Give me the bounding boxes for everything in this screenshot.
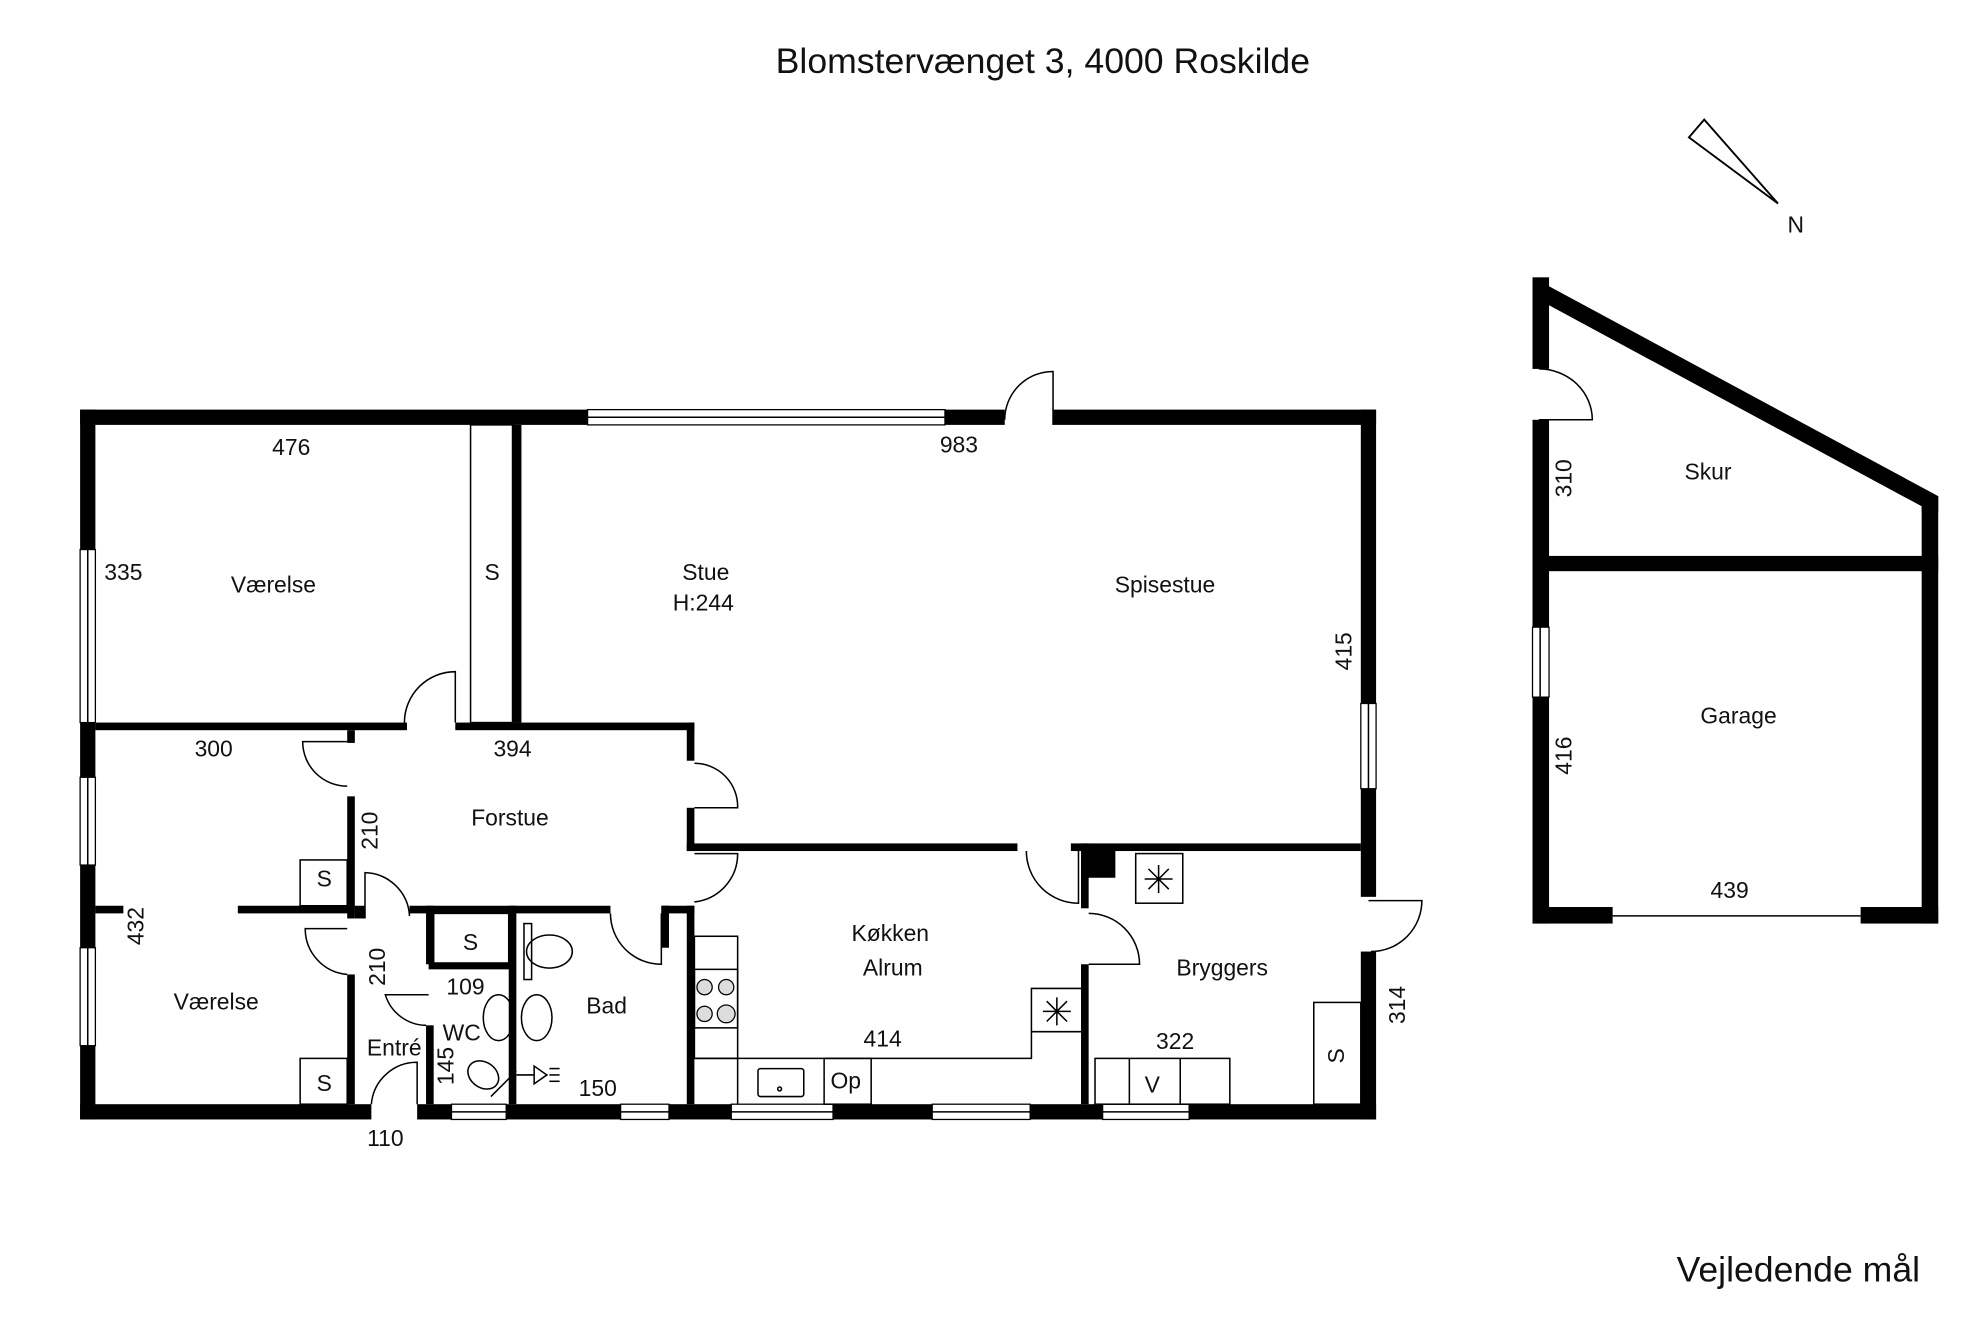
- fixtures: [299, 424, 1362, 1105]
- dimension-label: 210: [356, 812, 382, 850]
- room-label: Entré: [367, 1035, 422, 1061]
- plan-title: Blomstervænget 3, 4000 Roskilde: [776, 41, 1310, 81]
- dimension-label: 314: [1384, 986, 1410, 1024]
- dimension-label: 210: [364, 948, 390, 986]
- compass-label: N: [1788, 211, 1805, 237]
- room-labels: Værelse 476 335 S Stue H:244 983 Spisest…: [104, 432, 1776, 1151]
- closet-label: S: [463, 929, 478, 955]
- dimension-label: 300: [195, 736, 233, 762]
- dimension-label: 335: [104, 559, 142, 585]
- dimension-label: 322: [1156, 1028, 1194, 1054]
- room-label: Skur: [1684, 458, 1731, 484]
- dimension-label: 110: [367, 1125, 403, 1151]
- closet-label: S: [317, 865, 332, 891]
- appliance-label: V: [1145, 1071, 1161, 1097]
- dimension-label: 439: [1711, 877, 1749, 903]
- room-label: Køkken: [851, 920, 929, 946]
- room-label: Bryggers: [1176, 954, 1268, 980]
- dimension-label: 983: [940, 432, 978, 458]
- dimension-label: 432: [122, 907, 148, 945]
- room-label: Alrum: [863, 954, 923, 980]
- dimension-label: 415: [1331, 632, 1357, 670]
- windows: [79, 408, 1377, 1121]
- dimension-label: 310: [1551, 459, 1577, 497]
- room-label: Forstue: [471, 804, 549, 830]
- dimension-label: 145: [433, 1047, 459, 1085]
- kitchen-sink-icon: [757, 1067, 805, 1098]
- room-label: Garage: [1700, 703, 1776, 729]
- doors: [301, 368, 1594, 1105]
- dimension-label: 476: [272, 434, 310, 460]
- closet-label: S: [317, 1070, 332, 1096]
- room-label: Bad: [586, 993, 627, 1019]
- appliance-label: Op: [830, 1068, 861, 1094]
- ceiling-height-label: H:244: [673, 589, 734, 615]
- stove-icon: [693, 968, 739, 1029]
- toilet-icon: [467, 1060, 517, 1098]
- room-label: Spisestue: [1115, 571, 1215, 597]
- north-arrow-icon: [1687, 118, 1779, 205]
- closet-label: S: [1323, 1048, 1349, 1063]
- closet-label: S: [485, 559, 500, 585]
- dimension-label: 416: [1551, 737, 1577, 775]
- dimension-label: 109: [446, 973, 484, 999]
- sink-icon: [482, 994, 553, 1042]
- toilet-icon: [523, 922, 574, 981]
- room-label: Værelse: [174, 989, 259, 1015]
- fan-icon: [1042, 997, 1071, 1026]
- room-label: Stue: [682, 559, 729, 585]
- guidance-note: Vejledende mål: [1677, 1250, 1920, 1290]
- outbuilding-walls: [1531, 277, 1939, 924]
- shower-icon: [516, 1064, 560, 1086]
- house-walls: [80, 409, 1377, 1120]
- dimension-label: 414: [864, 1026, 902, 1052]
- room-label: Værelse: [231, 571, 316, 597]
- dimension-label: 150: [579, 1075, 617, 1101]
- dimension-label: 394: [493, 736, 531, 762]
- fan-icon: [1144, 865, 1173, 894]
- room-label: WC: [443, 1019, 481, 1045]
